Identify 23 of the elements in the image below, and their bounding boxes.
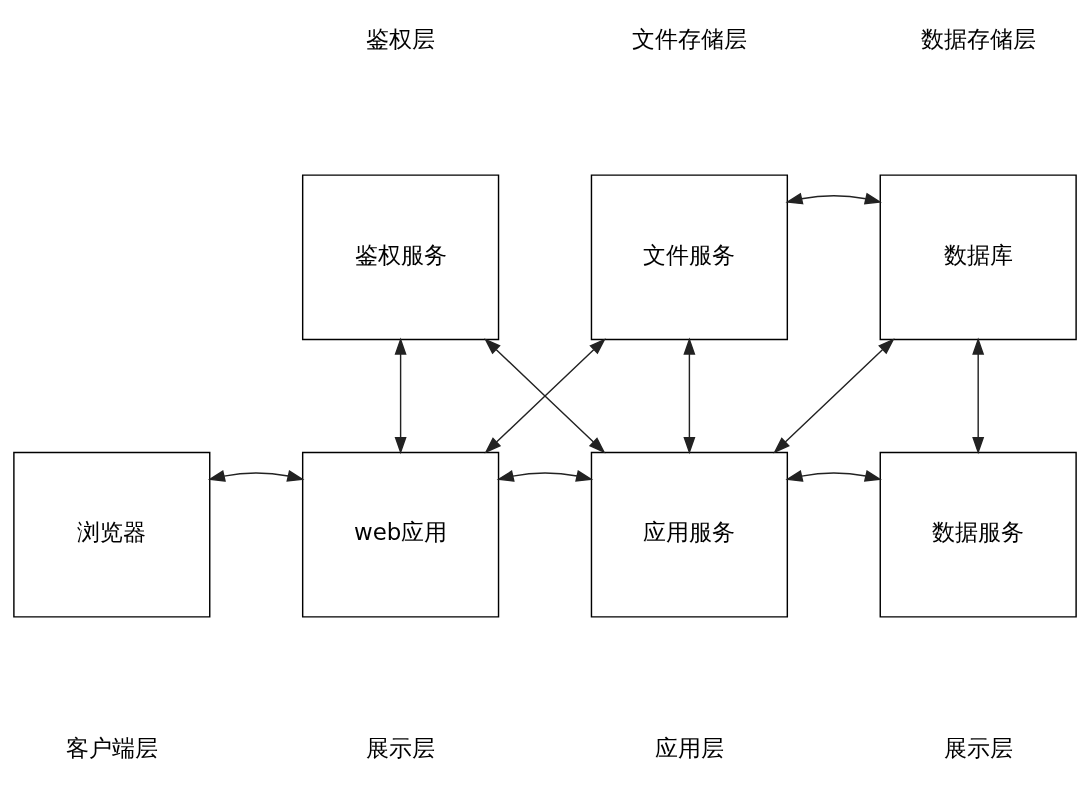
node-box: 数据服务 [879, 451, 1077, 618]
node-box: 文件服务 [590, 174, 789, 341]
arrow [394, 337, 407, 455]
node-box: 浏览器 [13, 451, 211, 618]
arrow [683, 337, 696, 455]
label: 展示层 [943, 734, 1013, 761]
arrow [785, 470, 882, 482]
label: 数据存储层 [920, 25, 1036, 52]
node-box: web应用 [301, 451, 500, 618]
node-box: 应用服务 [590, 451, 789, 618]
label: 文件存储层 [631, 25, 747, 52]
arrow [972, 337, 985, 455]
arrow [207, 470, 305, 482]
arrow [496, 470, 594, 482]
arrow [484, 338, 606, 454]
label: 鉴权层 [366, 25, 436, 52]
node-box: 鉴权服务 [301, 174, 500, 341]
arrow [773, 338, 895, 454]
label: 客户端层 [65, 734, 158, 761]
label: 应用层 [654, 734, 724, 761]
arrow [785, 192, 882, 205]
node-box: 数据库 [879, 174, 1077, 341]
label: 展示层 [366, 734, 436, 761]
